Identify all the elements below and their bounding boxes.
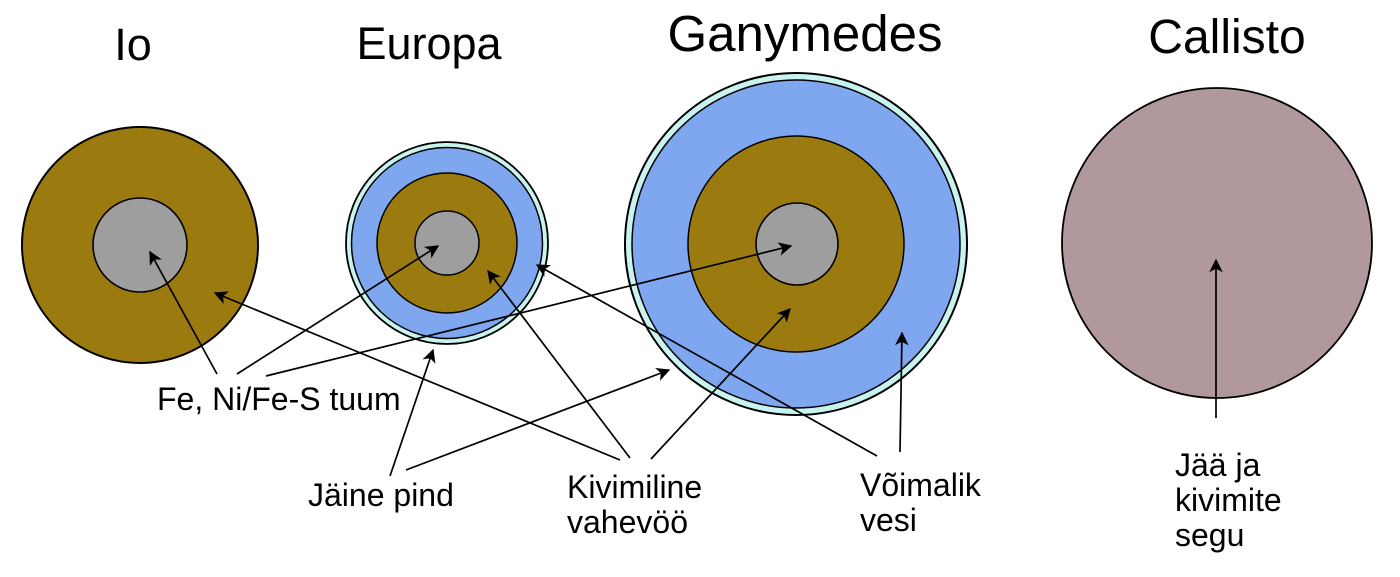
title-io: Io <box>114 19 152 70</box>
arrow-core-to-io <box>149 250 218 375</box>
label-ice-rock-mix-line1: Jää ja <box>1175 447 1261 483</box>
arrow-core-to-europa <box>236 245 440 375</box>
title-callisto: Callisto <box>1148 11 1306 64</box>
annotation-arrows <box>149 242 1223 477</box>
label-icy-surface: Jäine pind <box>308 477 454 513</box>
io-cross-section <box>21 126 259 364</box>
arrow-possible-water-to-ganymedes <box>894 331 909 453</box>
label-possible-water-line1: Võimalik <box>860 467 981 503</box>
label-ice-rock-mix-line3: segu <box>1175 517 1245 553</box>
title-europa: Europa <box>356 18 502 69</box>
callisto-mix-circle <box>1061 87 1373 399</box>
europa-core-circle <box>414 210 480 276</box>
arrow-rocky-mantle-to-europa <box>487 269 631 459</box>
label-possible-water: Võimalik vesi <box>860 468 981 538</box>
label-core: Fe, Ni/Fe-S tuum <box>157 381 401 417</box>
ganymedes-cross-section <box>624 72 968 416</box>
arrow-core-to-ganymedes <box>265 242 793 377</box>
label-rocky-mantle: Kivimiline vahevöö <box>567 470 702 540</box>
arrow-rocky-mantle-to-ganymedes <box>650 308 791 460</box>
arrow-icy-surface-to-europa <box>389 348 436 477</box>
label-ice-rock-mix-line2: kivimite <box>1175 482 1282 518</box>
arrow-possible-water-to-europa <box>535 264 878 457</box>
arrow-rocky-mantle-to-io <box>213 291 621 461</box>
io-core-circle <box>92 197 188 293</box>
label-possible-water-line2: vesi <box>860 502 917 538</box>
europa-cross-section <box>345 141 549 345</box>
ganymedes-core-circle <box>755 202 839 286</box>
callisto-cross-section <box>1061 87 1373 399</box>
label-rocky-mantle-line2: vahevöö <box>567 504 688 540</box>
label-rocky-mantle-line1: Kivimiline <box>567 469 703 505</box>
title-ganymedes: Ganymedes <box>667 5 943 62</box>
arrow-icy-surface-to-ganymedes <box>405 367 671 471</box>
label-ice-rock-mix: Jää ja kivimite segu <box>1175 448 1282 553</box>
